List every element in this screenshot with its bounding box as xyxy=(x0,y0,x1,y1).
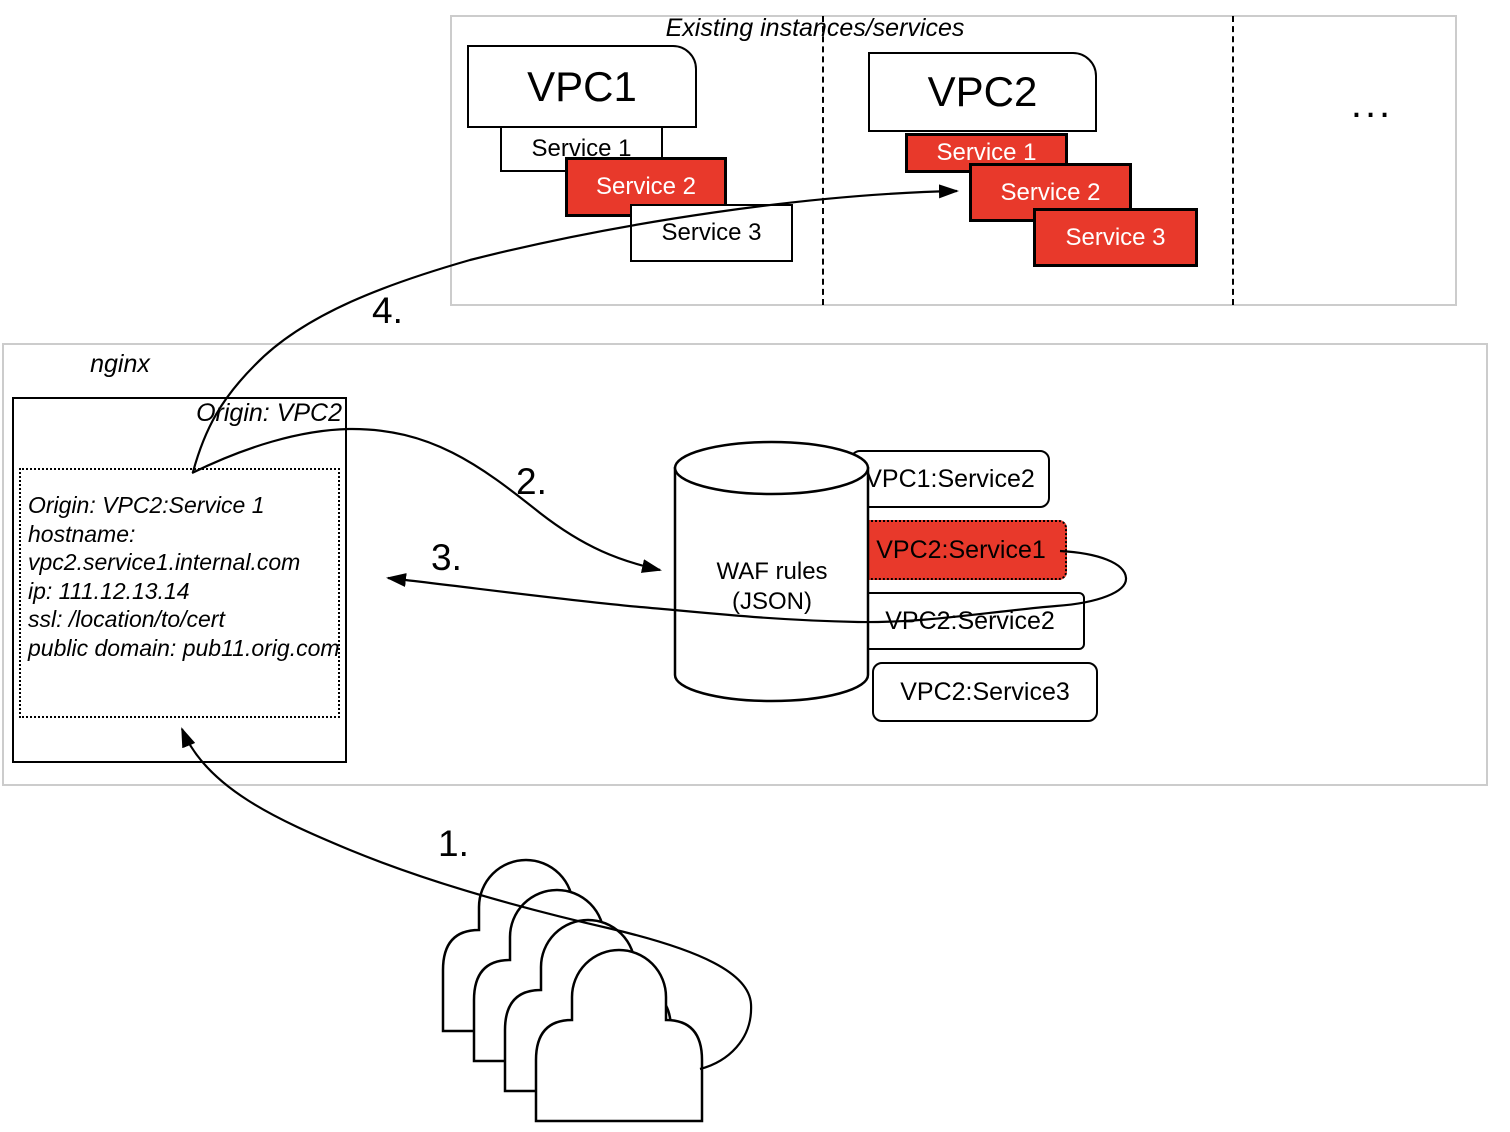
vpc2-service-3: Service 3 xyxy=(1033,208,1198,267)
rule-box-vpc2-service2: VPC2:Service2 xyxy=(855,592,1085,650)
config-line-origin: Origin: VPC2:Service 1 xyxy=(28,492,265,518)
vpc1-box: VPC1 xyxy=(467,45,697,128)
dashed-divider-2 xyxy=(1232,16,1234,305)
users-icon xyxy=(441,858,704,1123)
vpc1-service-3: Service 3 xyxy=(630,204,793,262)
more-vpcs-ellipsis: ... xyxy=(1350,82,1394,126)
config-line-ssl: ssl: /location/to/cert xyxy=(28,606,225,632)
rule-box-vpc2-service1: VPC2:Service1 xyxy=(855,520,1067,580)
config-line-host: vpc2.service1.internal.com xyxy=(28,549,301,575)
rule-box-vpc1-service2: VPC1:Service2 xyxy=(850,450,1050,508)
person-icon xyxy=(441,858,611,1033)
vpc2-label: VPC2 xyxy=(927,68,1038,115)
person-icon xyxy=(503,918,673,1093)
origin-box-title: Origin: VPC2 xyxy=(196,399,342,427)
vpc1-label: VPC1 xyxy=(527,62,637,110)
dashed-divider-1 xyxy=(822,16,824,305)
config-line-hostname: hostname: xyxy=(28,520,136,547)
existing-instances-title: Existing instances/services xyxy=(665,14,965,42)
rule-box-vpc2-service3: VPC2:Service3 xyxy=(872,662,1098,722)
waf-rules-label: WAF rules (JSON) xyxy=(716,558,828,615)
vpc2-box: VPC2 xyxy=(868,52,1097,132)
person-icon xyxy=(472,888,642,1063)
origin-config-text: Origin: VPC2:Service 1 hostname: vpc2.se… xyxy=(28,491,340,662)
config-line-domain: public domain: pub11.orig.com xyxy=(28,634,340,661)
nginx-label: nginx xyxy=(90,350,150,378)
step-4-label: 4. xyxy=(372,290,403,331)
config-line-ip: ip: 111.12.13.14 xyxy=(28,577,190,604)
step-1-label: 1. xyxy=(438,823,469,864)
person-icon xyxy=(534,948,704,1123)
